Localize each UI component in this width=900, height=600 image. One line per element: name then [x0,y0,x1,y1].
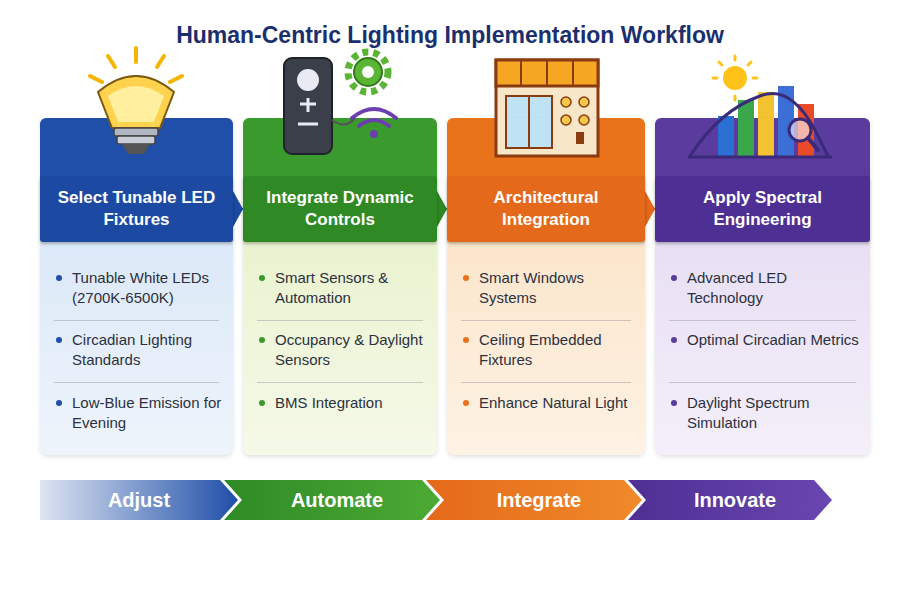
column-card: Smart Sensors & AutomationOccupancy & Da… [243,118,437,455]
bullet-text: Advanced LED Technology [687,268,860,308]
chevron-segment: Automate [224,480,440,520]
separator [54,382,219,383]
header-band: Select Tunable LED Fixtures [40,176,233,242]
bullet-text: Daylight Spectrum Simulation [687,393,860,433]
bullet-text: Ceiling Embedded Fixtures [479,330,635,370]
column-card: Advanced LED TechnologyOptimal Circadian… [655,118,870,455]
chevron-label: Integrate [426,480,642,520]
bullet-text: Low-Blue Emission for Evening [72,393,223,433]
separator [669,382,856,383]
header-band: Integrate Dynamic Controls [243,176,437,242]
bullet-dot [56,400,62,406]
header-text: Architectural Integration [457,187,635,231]
bullet-dot [671,400,677,406]
chevron-segment: Integrate [426,480,642,520]
bullet-dot [463,275,469,281]
chevron-label: Innovate [628,480,832,520]
chevron-segment: Innovate [628,480,832,520]
bullet-dot [259,337,265,343]
chevron-label: Adjust [40,480,238,520]
header-text: Apply Spectral Engineering [665,187,860,231]
header-text: Integrate Dynamic Controls [253,187,427,231]
bullet-text: Enhance Natural Light [479,393,635,413]
separator [461,320,631,321]
bullet-text: Optimal Circadian Metrics [687,330,860,350]
bullet-text: Smart Sensors & Automation [275,268,427,308]
bullet-dot [671,275,677,281]
flow-arrow [437,191,447,227]
separator [257,382,423,383]
separator [257,320,423,321]
bullet-text: Circadian Lighting Standards [72,330,223,370]
separator [54,320,219,321]
flow-arrow [645,191,655,227]
column-card: Tunable White LEDs (2700K-6500K) Circadia… [40,118,233,455]
header-band: Architectural Integration [447,176,645,242]
separator [461,382,631,383]
column-card: Smart Windows SystemsCeiling Embedded Fi… [447,118,645,455]
bullet-text: Smart Windows Systems [479,268,635,308]
bullet-dot [259,275,265,281]
bullet-dot [56,275,62,281]
bullet-text: BMS Integration [275,393,427,413]
chevron-label: Automate [224,480,440,520]
header-text: Select Tunable LED Fixtures [50,187,223,231]
header-band: Apply Spectral Engineering [655,176,870,242]
flow-arrow [233,191,243,227]
bullet-dot [463,400,469,406]
chevron-segment: Adjust [40,480,238,520]
bullet-text: Tunable White LEDs (2700K-6500K) [72,268,223,308]
bullet-dot [671,337,677,343]
bullet-dot [56,337,62,343]
bullet-dot [259,400,265,406]
bullet-text: Occupancy & Daylight Sensors [275,330,427,370]
bullet-dot [463,337,469,343]
diagram-title: Human-Centric Lighting Implementation Wo… [0,22,900,49]
separator [669,320,856,321]
